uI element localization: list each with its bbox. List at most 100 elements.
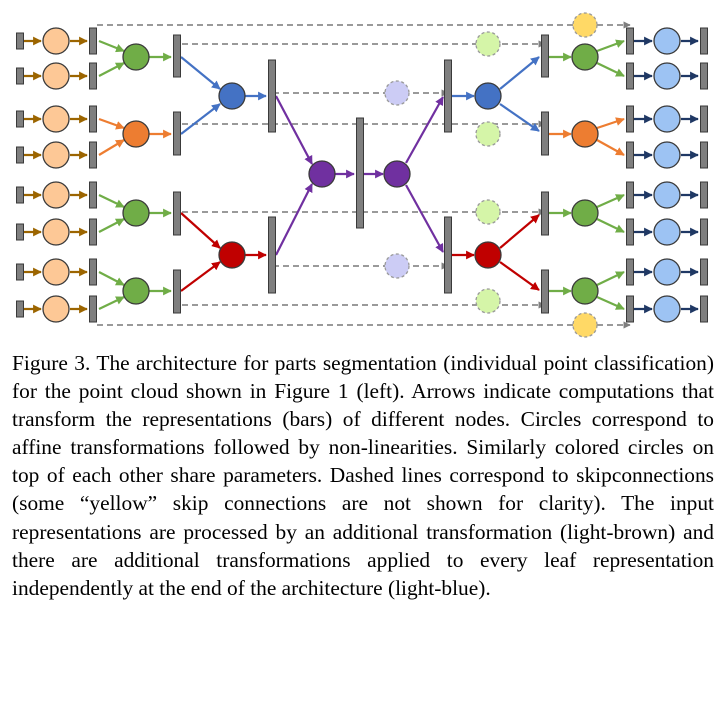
- light-brown-circle: [42, 105, 70, 133]
- level2-representation-bar: [268, 216, 276, 294]
- level1-circle: [122, 277, 150, 305]
- input-point-bar: [16, 263, 24, 281]
- level1-representation-bar: [173, 191, 181, 236]
- output-point-bar: [700, 27, 708, 55]
- light-brown-circle: [42, 62, 70, 90]
- level1-circle: [122, 120, 150, 148]
- purple-circle-up: [383, 160, 411, 188]
- up-leaf-representation-bar: [626, 218, 634, 246]
- up-level1-representation-bar: [541, 191, 549, 236]
- blue-circle: [218, 82, 246, 110]
- level1-circle: [122, 43, 150, 71]
- blue-input-arrow: [180, 56, 221, 90]
- input-point-bar: [16, 146, 24, 164]
- up-leaf-representation-bar: [626, 141, 634, 169]
- level1-input-arrow: [98, 39, 125, 53]
- output-point-bar: [700, 141, 708, 169]
- light-brown-circle: [42, 218, 70, 246]
- up-level1-output-arrow: [596, 193, 625, 209]
- output-point-bar: [700, 218, 708, 246]
- level1-input-arrow: [98, 117, 125, 130]
- light-blue-circle: [653, 181, 681, 209]
- leaf-representation-bar: [89, 62, 97, 90]
- up-level1-representation-bar: [541, 34, 549, 78]
- up-level1-output-arrow: [596, 295, 625, 311]
- red-input-arrow: [180, 261, 221, 292]
- light-blue-circle: [653, 27, 681, 55]
- output-point-bar: [700, 62, 708, 90]
- leaf-representation-bar: [89, 218, 97, 246]
- up-level1-output-arrow: [596, 39, 625, 53]
- up-level1-circle: [571, 43, 599, 71]
- blue-up-output-arrow: [499, 103, 540, 132]
- leaf-representation-bar: [89, 181, 97, 209]
- root-representation-bar: [356, 117, 364, 229]
- purple-input-arrow: [275, 183, 313, 256]
- purple-up-arrow: [405, 96, 444, 164]
- light-blue-circle: [653, 141, 681, 169]
- yellow-dashed-circle: [572, 12, 598, 38]
- up-level1-output-arrow: [596, 139, 625, 156]
- red-circle-up: [474, 241, 502, 269]
- caption-label: Figure 3.: [12, 351, 91, 375]
- input-point-bar: [16, 32, 24, 50]
- lavender-dashed-circle: [384, 80, 410, 106]
- blue-up-output-arrow: [499, 56, 540, 90]
- light-green-dashed-circle: [475, 288, 501, 314]
- light-brown-circle: [42, 295, 70, 323]
- light-blue-circle: [653, 295, 681, 323]
- architecture-diagram: [16, 12, 708, 338]
- level1-input-arrow: [98, 271, 125, 286]
- light-brown-circle: [42, 258, 70, 286]
- red-up-output-arrow: [499, 261, 540, 291]
- light-blue-circle: [653, 218, 681, 246]
- up-level1-representation-bar: [541, 269, 549, 314]
- up-level1-circle: [571, 199, 599, 227]
- output-point-bar: [700, 258, 708, 286]
- up-level1-output-arrow: [596, 218, 625, 233]
- up-leaf-representation-bar: [626, 27, 634, 55]
- purple-up-arrow: [405, 184, 444, 253]
- caption-text: The architecture for parts segmentation …: [12, 351, 714, 600]
- output-point-bar: [700, 295, 708, 323]
- light-blue-circle: [653, 105, 681, 133]
- representation-bars: [16, 27, 708, 323]
- leaf-representation-bar: [89, 27, 97, 55]
- input-point-bar: [16, 186, 24, 204]
- up-level1-output-arrow: [596, 62, 625, 77]
- level1-input-arrow: [98, 139, 125, 156]
- light-green-dashed-circle: [475, 121, 501, 147]
- leaf-representation-bar: [89, 141, 97, 169]
- level2-representation-bar: [268, 59, 276, 133]
- light-green-dashed-circle: [475, 199, 501, 225]
- input-point-bar: [16, 110, 24, 128]
- blue-input-arrow: [180, 103, 221, 135]
- up-level1-circle: [571, 120, 599, 148]
- up-level1-output-arrow: [596, 117, 625, 130]
- input-point-bar: [16, 67, 24, 85]
- level1-input-arrow: [98, 218, 125, 233]
- up-leaf-representation-bar: [626, 105, 634, 133]
- light-brown-circle: [42, 141, 70, 169]
- up-level2-representation-bar: [444, 59, 452, 133]
- figure-caption: Figure 3. The architecture for parts seg…: [12, 349, 714, 602]
- level1-circle: [122, 199, 150, 227]
- level1-representation-bar: [173, 111, 181, 156]
- up-leaf-representation-bar: [626, 181, 634, 209]
- level1-input-arrow: [98, 62, 125, 77]
- transformation-circles: [42, 12, 681, 338]
- red-input-arrow: [180, 212, 221, 249]
- leaf-representation-bar: [89, 258, 97, 286]
- light-blue-circle: [653, 62, 681, 90]
- purple-circle-down: [308, 160, 336, 188]
- level1-input-arrow: [98, 296, 125, 310]
- computation-arrows: [24, 36, 699, 314]
- level1-input-arrow: [98, 194, 125, 208]
- input-point-bar: [16, 223, 24, 241]
- yellow-dashed-circle: [572, 312, 598, 338]
- leaf-representation-bar: [89, 105, 97, 133]
- red-circle: [218, 241, 246, 269]
- up-level1-representation-bar: [541, 111, 549, 156]
- up-level2-representation-bar: [444, 216, 452, 294]
- lavender-dashed-circle: [384, 253, 410, 279]
